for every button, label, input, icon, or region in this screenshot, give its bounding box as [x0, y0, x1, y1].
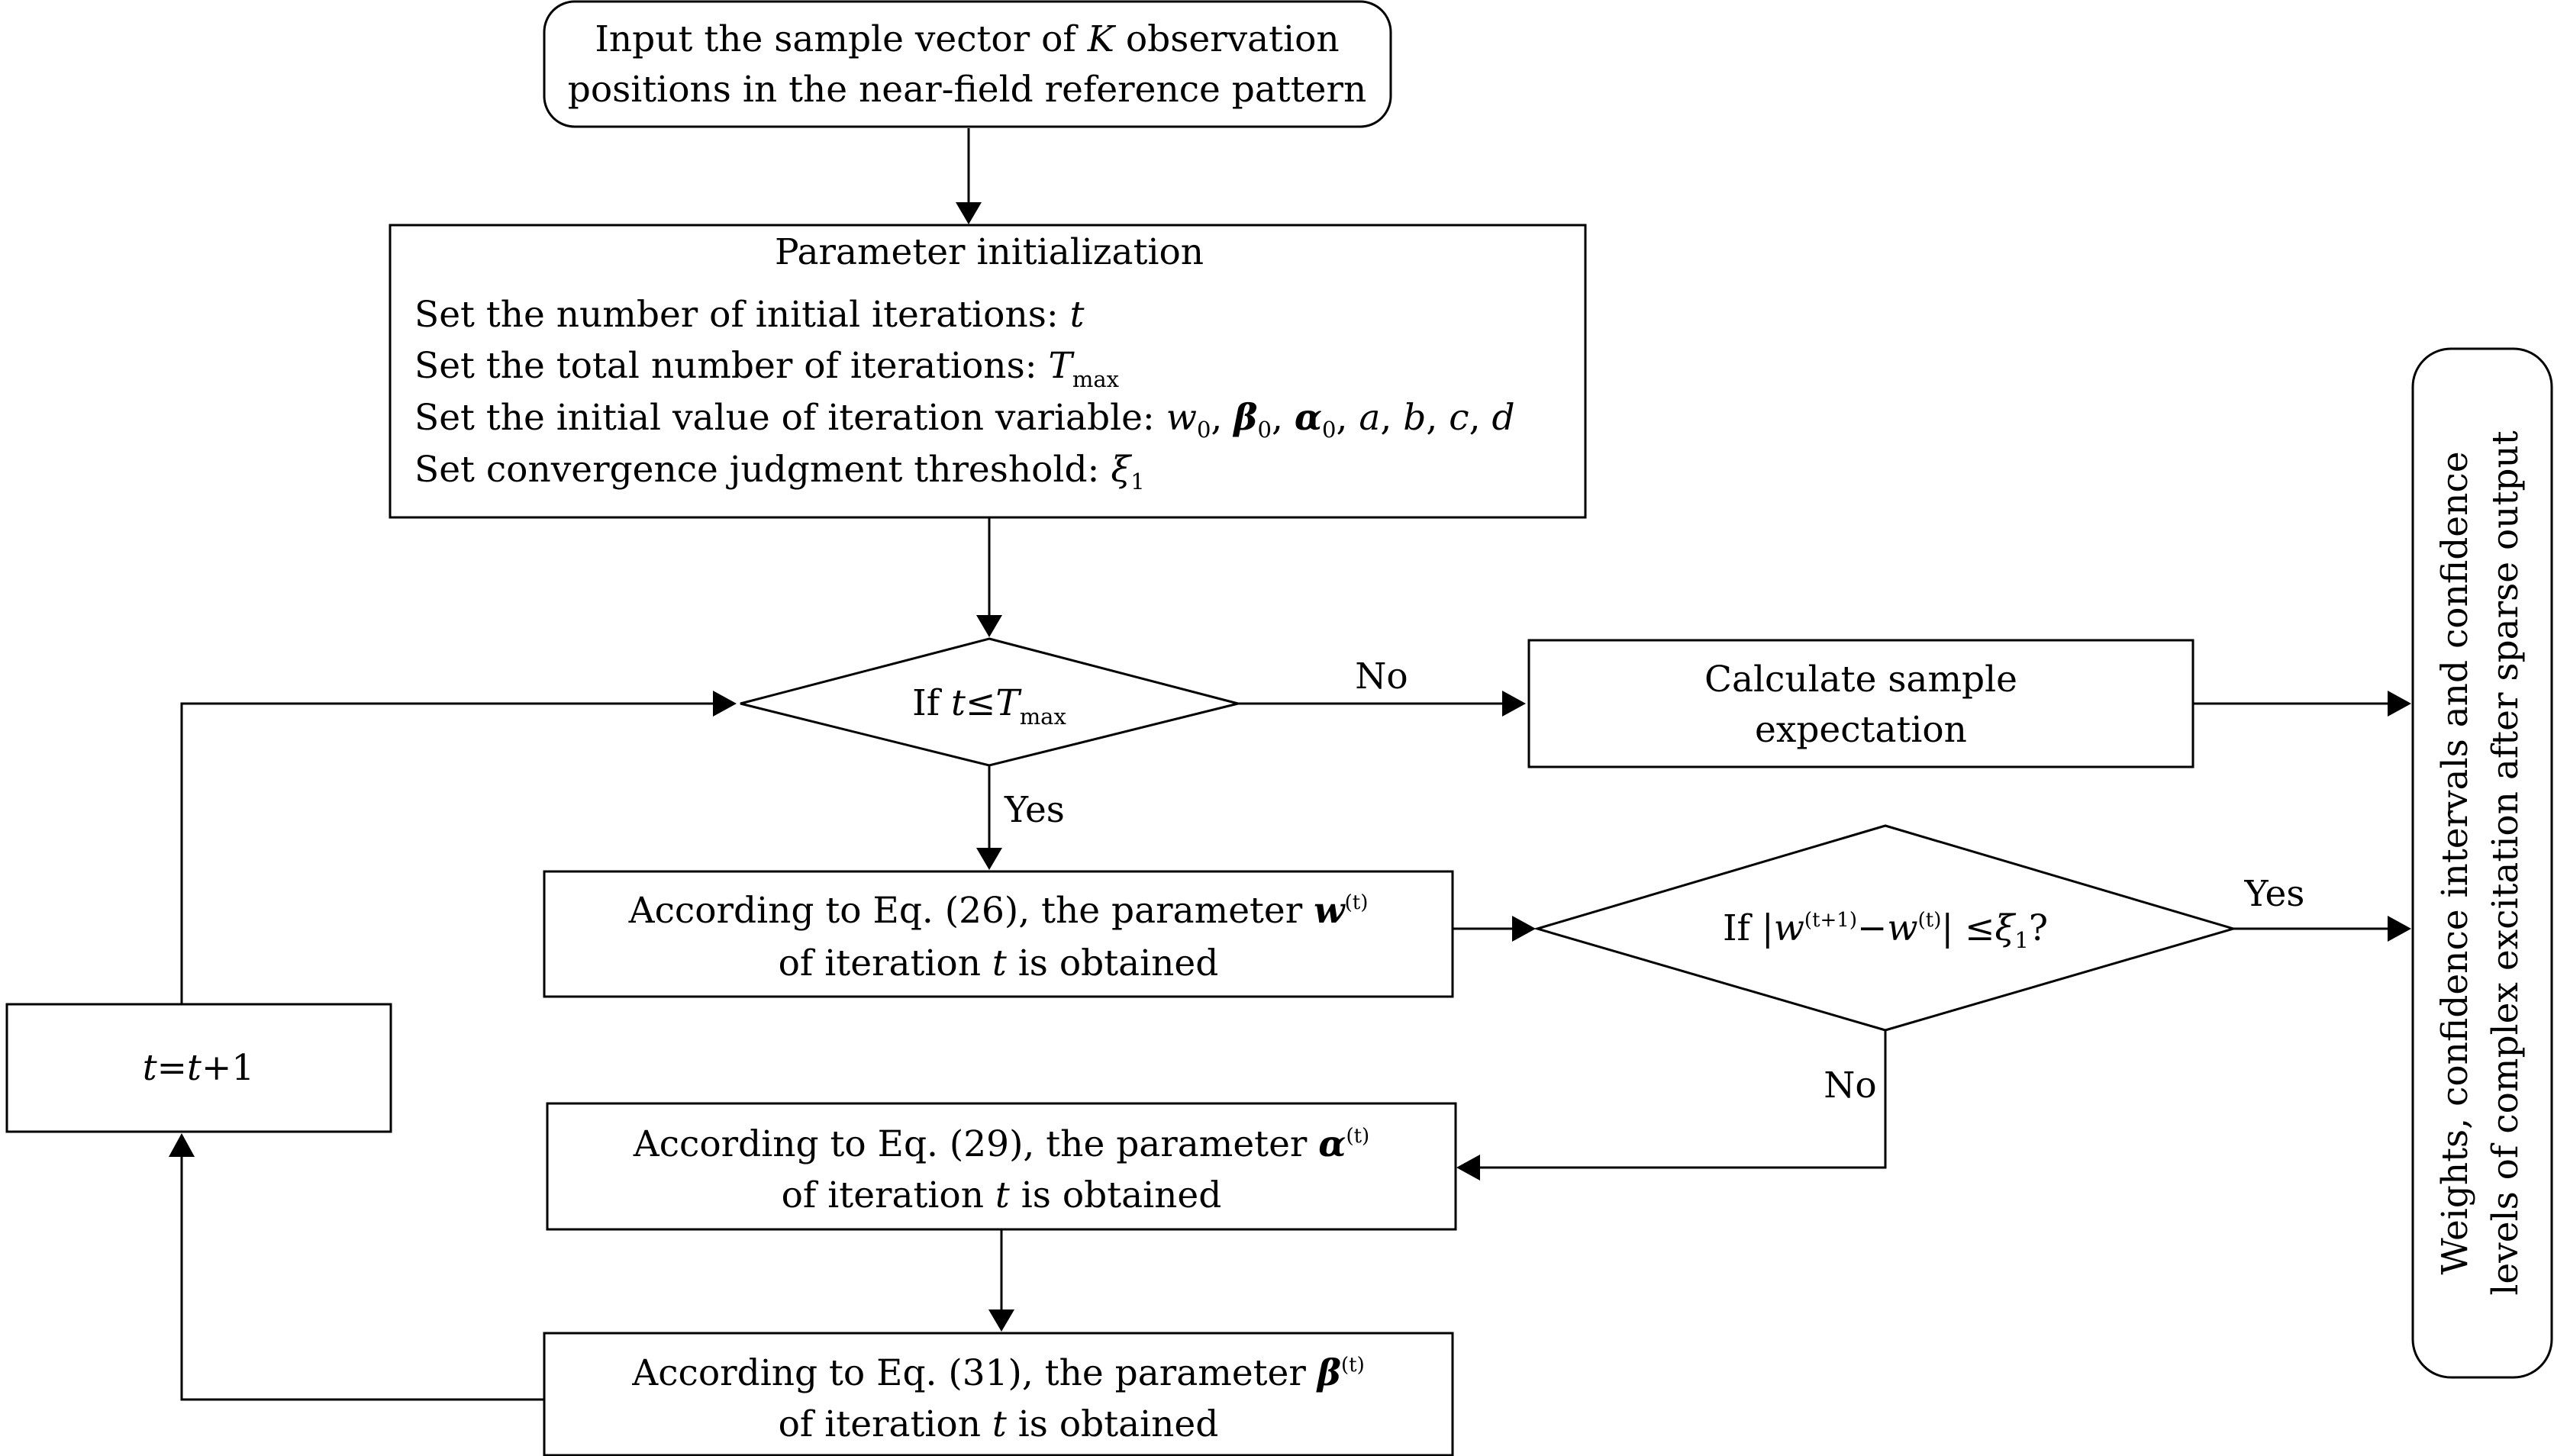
expect-line2: expectation — [1755, 709, 1967, 751]
arrowhead-incr-to-cond1 — [713, 691, 737, 717]
edge-stepbeta-to-incr — [180, 1144, 544, 1401]
edge-incr-to-cond1 — [180, 702, 726, 1004]
cond2-text: If |w(t+1)−w(t)| ≤ξ1? — [1723, 907, 2048, 953]
incr-text: t=t+1 — [143, 1047, 254, 1089]
step-beta-line2: of iteration t is obtained — [779, 1403, 1219, 1445]
arrowhead-cond2-to-output — [2388, 916, 2411, 942]
expect-line1: Calculate sample — [1704, 659, 2017, 701]
init-title: Parameter initialization — [775, 231, 1204, 273]
arrowhead-init-to-cond1 — [976, 615, 1002, 637]
edges — [169, 128, 2411, 1401]
init-line1: Set the number of initial iterations: t — [414, 294, 1085, 336]
label-cond1-yes: Yes — [1004, 789, 1065, 831]
label-cond2-yes: Yes — [2244, 873, 2305, 915]
label-cond2-no: No — [1824, 1065, 1876, 1106]
node-cond2: If |w(t+1)−w(t)| ≤ξ1? — [1533, 824, 2238, 1032]
init-line3: Set the initial value of iteration varia… — [414, 397, 1515, 443]
output-line1: Weights, confidence intervals and confid… — [2434, 451, 2476, 1274]
edge-cond2-to-stepalpha — [1467, 1030, 1887, 1169]
arrowhead-cond2-to-stepalpha — [1456, 1155, 1480, 1181]
node-step-alpha: According to Eq. (29), the parameter α(t… — [546, 1102, 1457, 1231]
node-expect: Calculate sample expectation — [1527, 639, 2194, 768]
node-step-beta: According to Eq. (31), the parameter β(t… — [543, 1332, 1454, 1456]
output-line2: levels of complex excitation after spars… — [2485, 430, 2527, 1295]
init-line2: Set the total number of iterations: Tmax — [414, 345, 1119, 392]
init-line4: Set convergence judgment threshold: ξ1 — [414, 449, 1145, 494]
input-line2: positions in the near-field reference pa… — [568, 69, 1366, 111]
node-cond1: If t≤Tmax — [740, 637, 1239, 767]
arrowhead-expect-to-output — [2388, 691, 2411, 717]
node-input: Input the sample vector of K observation… — [543, 0, 1392, 128]
node-incr: t=t+1 — [5, 1003, 392, 1133]
arrowhead-stepbeta-to-incr — [169, 1133, 195, 1157]
arrowhead-cond1-to-stepw — [976, 848, 1002, 870]
label-cond1-no: No — [1355, 656, 1408, 697]
arrowhead-stepw-to-cond2 — [1512, 916, 1536, 942]
node-output: Weights, confidence intervals and confid… — [2411, 347, 2553, 1379]
step-alpha-line2: of iteration t is obtained — [782, 1174, 1222, 1216]
arrowhead-cond1-to-expect — [1502, 691, 1526, 717]
cond1-text: If t≤Tmax — [912, 682, 1066, 730]
step-alpha-line1: According to Eq. (29), the parameter α(t… — [633, 1123, 1369, 1165]
input-line1: Input the sample vector of K observation — [595, 18, 1339, 60]
step-w-line2: of iteration t is obtained — [779, 942, 1219, 984]
node-step-w: According to Eq. (26), the parameter w(t… — [543, 870, 1454, 998]
arrowhead-input-to-init — [956, 202, 982, 224]
node-init: Parameter initialization Set the number … — [389, 224, 1587, 519]
arrowhead-stepalpha-to-stepbeta — [988, 1309, 1014, 1332]
step-w-line1: According to Eq. (26), the parameter w(t… — [628, 890, 1369, 932]
step-beta-line1: According to Eq. (31), the parameter β(t… — [631, 1352, 1365, 1394]
